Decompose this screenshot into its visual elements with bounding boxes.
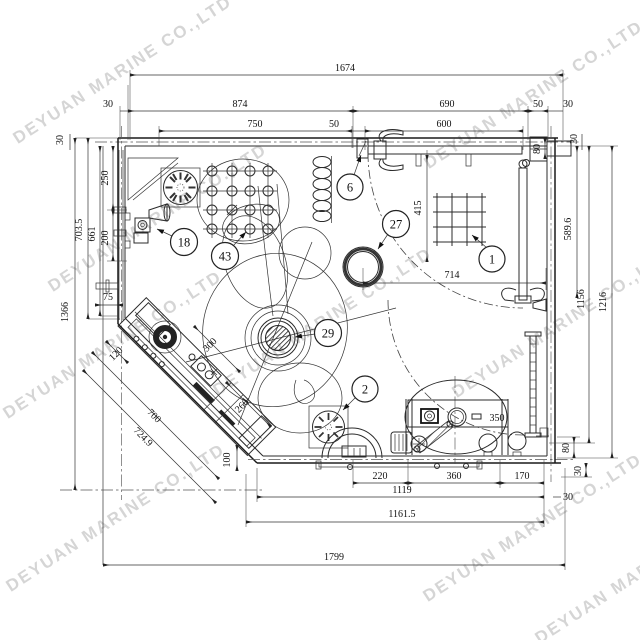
dim-top-50-mid: 50 — [329, 119, 339, 130]
svg-text:27: 27 — [390, 218, 403, 232]
dim-interior-714: 714 — [445, 270, 460, 281]
dim-left-75: 75 — [103, 292, 113, 303]
dim-left-200: 200 — [100, 231, 111, 246]
dim-diag-700: 700 — [145, 407, 163, 425]
dim-top-overall: 1674 — [335, 63, 355, 74]
control-dial — [420, 408, 439, 424]
pipe-arch — [321, 427, 383, 459]
balloon-27: 27 — [377, 209, 411, 250]
top-right-door-post — [522, 136, 572, 167]
floor-grating — [433, 193, 486, 246]
dim-left-30: 30 — [55, 135, 66, 145]
dim-bottom-1119: 1119 — [392, 485, 411, 496]
vertical-pipe-rail — [524, 331, 549, 438]
balloon-2: 2 — [342, 375, 379, 411]
svg-text:29: 29 — [322, 327, 335, 341]
dim-left-250: 250 — [100, 171, 111, 186]
dim-diag-300: 300 — [201, 336, 219, 354]
balloon-6: 6 — [336, 154, 364, 201]
floor-platform — [315, 460, 483, 470]
wall-piping-valve-assembly — [95, 150, 171, 320]
svg-text:6: 6 — [347, 181, 353, 195]
vent-fan — [308, 405, 349, 449]
dim-right-80-bottom: 80 — [561, 443, 572, 453]
roller — [507, 431, 527, 451]
svg-text:2: 2 — [362, 383, 368, 397]
dim-top-30-right: 30 — [563, 99, 573, 110]
right-hinged-door — [387, 159, 547, 436]
svg-text:1: 1 — [489, 253, 495, 267]
drain-hatched — [265, 325, 291, 351]
dim-top-750: 750 — [248, 119, 263, 130]
dim-left-703-5: 703.5 — [74, 219, 85, 242]
dimensions-bottom: 220 360 170 1119 1161.5 1799 100 — [103, 445, 566, 570]
dim-diag-120: 120 — [107, 345, 125, 363]
dim-bottom-1799: 1799 — [324, 552, 344, 563]
balloon-18: 18 — [156, 227, 199, 257]
item-balloons: 6 27 1 18 43 — [156, 154, 506, 411]
room-walls — [60, 126, 580, 565]
dim-bottom-220: 220 — [373, 471, 388, 482]
top-sliding-door — [356, 129, 524, 309]
dim-top-30-left: 30 — [103, 99, 113, 110]
heating-pipe-coil — [312, 156, 332, 223]
dim-left-661: 661 — [87, 227, 98, 242]
dim-top-690: 690 — [440, 99, 455, 110]
dim-right-1216: 1216 — [598, 292, 609, 312]
dim-right-589-6: 589.6 — [563, 218, 574, 241]
dimensions-diagonal: 120 300 260 700 724.9 — [81, 324, 273, 505]
dim-right-30-horiz: 30 — [563, 492, 573, 503]
crank-arm — [414, 420, 454, 454]
dim-right-30-bottom: 30 — [573, 466, 584, 476]
dim-top-50-right: 50 — [533, 99, 543, 110]
corner-cabinet-hatched — [127, 157, 179, 201]
dim-right-80-top: 80 — [532, 144, 543, 154]
dim-top-600: 600 — [437, 119, 452, 130]
machine-unit — [390, 376, 527, 464]
door-swing-arc — [387, 299, 524, 436]
dimensions-interior: 415 714 350 — [362, 150, 547, 424]
balloon-43: 43 — [210, 231, 247, 271]
dimensions-top: 1674 30 874 690 50 30 750 50 600 — [103, 63, 573, 150]
balloon-1: 1 — [471, 234, 506, 273]
motor — [390, 431, 413, 454]
range-burner-grid — [196, 158, 290, 245]
door-swing-arc — [367, 152, 524, 309]
dim-interior-350: 350 — [490, 413, 505, 424]
dim-bottom-1161-5: 1161.5 — [388, 509, 415, 520]
dim-right-30-top: 30 — [569, 134, 580, 144]
dim-bottom-100: 100 — [222, 453, 233, 468]
exhaust-fan — [160, 167, 201, 208]
dim-interior-415: 415 — [413, 201, 424, 216]
dim-top-874: 874 — [233, 99, 248, 110]
balloon-29: 29 — [294, 318, 343, 348]
dim-diag-724-9: 724.9 — [131, 425, 155, 449]
svg-text:43: 43 — [219, 250, 232, 264]
dim-bottom-170: 170 — [515, 471, 530, 482]
dim-right-1156: 1156 — [576, 289, 587, 309]
dim-bottom-360: 360 — [447, 471, 462, 482]
svg-text:18: 18 — [178, 236, 191, 250]
dim-left-1366: 1366 — [60, 302, 71, 322]
roller — [478, 433, 498, 453]
dimensions-left: 30 250 200 661 703.5 75 1366 — [55, 134, 127, 490]
dimensions-right: 80 30 589.6 1156 1216 80 30 30 — [532, 134, 618, 503]
